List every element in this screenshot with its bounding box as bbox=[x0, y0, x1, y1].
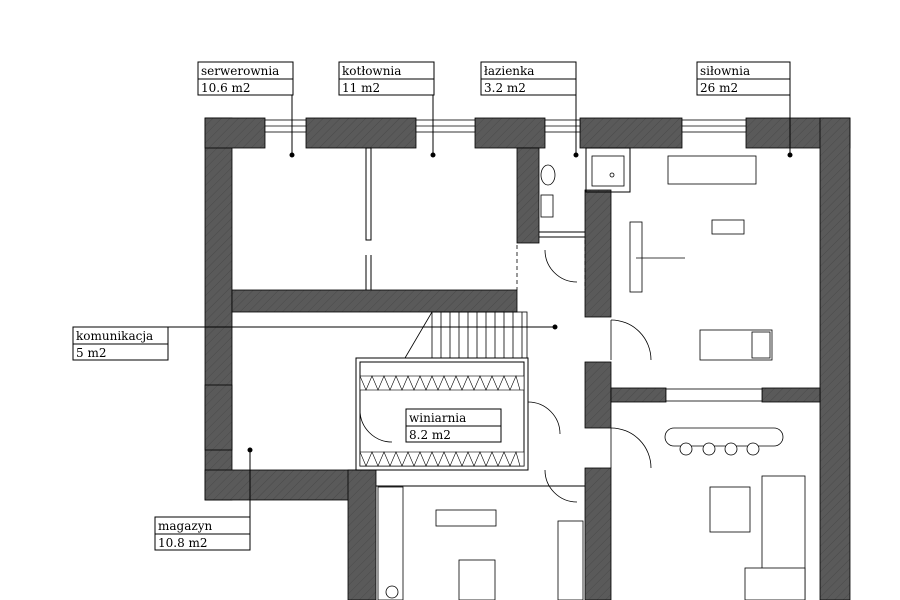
leader-lines bbox=[168, 95, 793, 517]
room-area-magazyn: 10.8 m2 bbox=[158, 536, 208, 550]
room-name-magazyn: magazyn bbox=[158, 519, 212, 533]
label-boxes bbox=[72, 61, 791, 551]
lounge-furniture bbox=[664, 427, 806, 600]
room-name-lazienka: łazienka bbox=[484, 64, 534, 78]
room-area-lazienka: 3.2 m2 bbox=[484, 81, 526, 95]
kitchen-fixtures bbox=[377, 486, 584, 600]
walls bbox=[204, 117, 851, 600]
room-name-serwerownia: serwerownia bbox=[201, 64, 279, 78]
room-area-komunikacja: 5 m2 bbox=[76, 346, 106, 360]
room-area-silownia: 26 m2 bbox=[700, 81, 738, 95]
room-name-komunikacja: komunikacja bbox=[76, 329, 153, 343]
room-name-silownia: siłownia bbox=[700, 64, 750, 78]
room-name-winiarnia: winiarnia bbox=[409, 411, 466, 425]
wine-racks bbox=[359, 375, 525, 467]
room-area-winiarnia: 8.2 m2 bbox=[409, 428, 451, 442]
room-labels: serwerownia 10.6 m2 kotłownia 11 m2 łazi… bbox=[76, 64, 750, 550]
doors bbox=[359, 240, 652, 503]
staircase bbox=[404, 311, 528, 359]
gym-equipment bbox=[629, 155, 773, 361]
windows bbox=[264, 119, 763, 402]
room-name-kotlownia: kotłownia bbox=[342, 64, 401, 78]
room-area-kotlownia: 11 m2 bbox=[342, 81, 380, 95]
bathroom-fixtures bbox=[540, 155, 625, 218]
room-area-serwerownia: 10.6 m2 bbox=[201, 81, 251, 95]
